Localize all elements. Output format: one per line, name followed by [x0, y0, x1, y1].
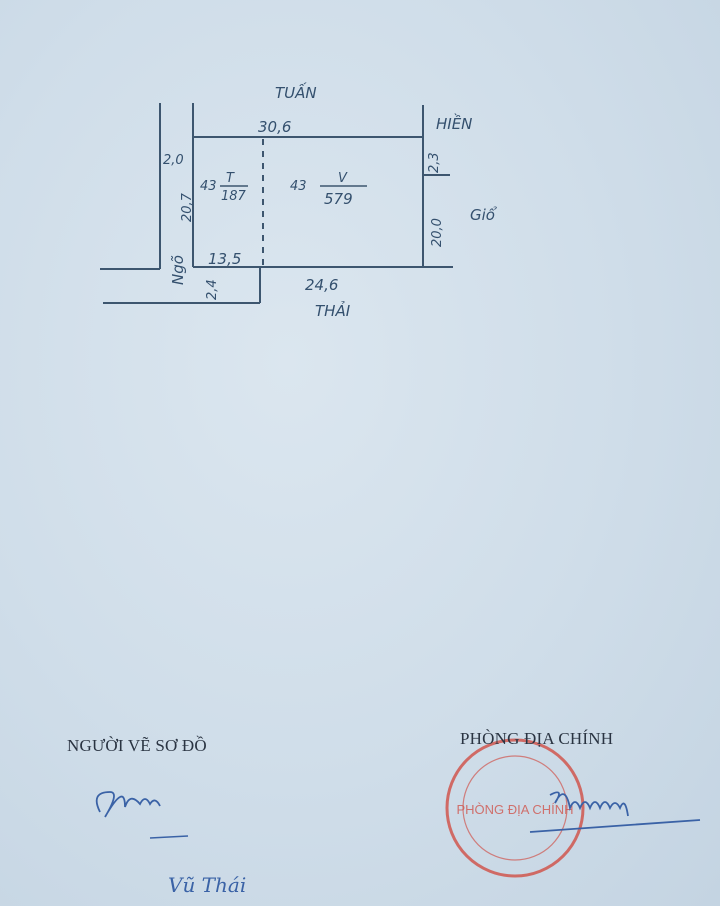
neighbor-east: Giổ: [470, 206, 498, 224]
dim-bottom-right: 24,6: [305, 276, 338, 294]
signature-stroke: [149, 835, 189, 839]
dim-lane: 2,4: [205, 279, 220, 300]
parcel-2-number: 43: [290, 179, 307, 194]
parcel-1-type: T: [226, 171, 235, 186]
dim-right-upper: 2,3: [427, 152, 442, 173]
parcel-2-area: 579: [324, 190, 353, 208]
dim-right-lower: 20,0: [430, 218, 445, 247]
drawer-title: NGƯỜI VẼ SƠ ĐỒ: [67, 736, 207, 755]
office-signature: [529, 791, 701, 833]
parcel-1-area: 187: [221, 189, 247, 204]
dim-left-outer: 2,0: [163, 153, 184, 168]
dim-top: 30,6: [258, 118, 291, 136]
parcel-1-number: 43: [200, 179, 217, 194]
office-title: PHÒNG ĐỊA CHÍNH: [460, 729, 614, 748]
parcel-2-type: V: [338, 171, 348, 186]
dim-bottom-left: 13,5: [208, 250, 241, 268]
office-stamp: PHÒNG ĐỊA CHÍNH: [445, 738, 585, 878]
drawer-name: Vũ Thái: [168, 873, 246, 897]
neighbor-south: THẢI: [315, 300, 351, 320]
plot-lines: [100, 103, 453, 304]
drawer-signature: [95, 791, 161, 818]
neighbor-north-east: HIỀN: [436, 112, 472, 133]
neighbor-north: TUẤN: [275, 81, 317, 102]
neighbor-west: Ngõ: [169, 255, 187, 285]
dim-left: 20,7: [180, 192, 195, 222]
stamp-text: PHÒNG ĐỊA CHÍNH: [456, 802, 573, 817]
